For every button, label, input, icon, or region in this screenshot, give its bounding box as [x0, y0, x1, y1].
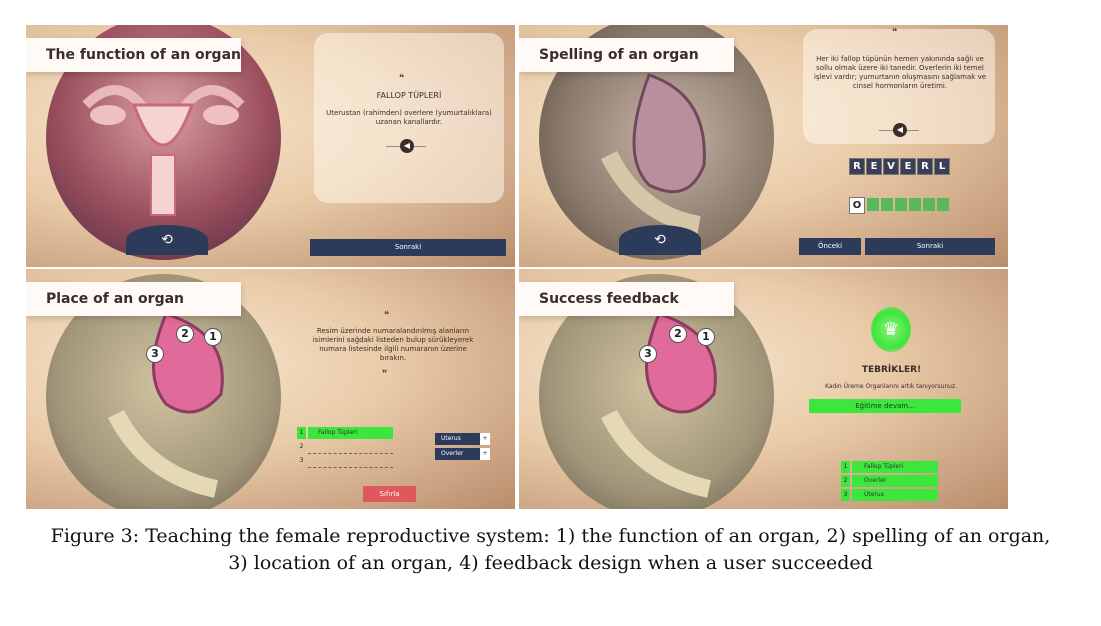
list-number: 3: [299, 457, 304, 464]
panel-function: ⟲ The function of an organ ❝ FALLOP TÜPL…: [26, 25, 515, 267]
letter-tile[interactable]: E: [900, 158, 916, 175]
rotate-icon: ⟲: [654, 232, 666, 248]
organ-marker: 1: [697, 328, 715, 346]
filled-slot: Overler: [852, 475, 938, 487]
plus-icon: +: [480, 448, 490, 460]
trophy-icon: ♛: [871, 307, 911, 352]
letter-tile[interactable]: L: [934, 158, 950, 175]
panel-title: Place of an organ: [26, 282, 241, 316]
audio-icon[interactable]: ◀: [893, 123, 907, 137]
panel-title: The function of an organ: [26, 38, 241, 72]
card-heading: FALLOP TÜPLERİ: [376, 91, 442, 100]
audio-icon[interactable]: ◀: [400, 139, 414, 153]
list-number: 2: [299, 443, 304, 450]
next-button[interactable]: Sonraki: [865, 238, 995, 255]
quote-icon: ❝: [892, 27, 898, 38]
panel-spelling: ⟲ Spelling of an organ ❝ Her iki fallop …: [519, 25, 1008, 267]
next-button[interactable]: Sonraki: [310, 239, 506, 256]
answer-letter[interactable]: O: [849, 197, 865, 214]
card-text: Resim üzerinde numaralandırılmış alanlar…: [312, 327, 474, 362]
letter-tile[interactable]: R: [917, 158, 933, 175]
organ-marker: 3: [639, 345, 657, 363]
option-label: Overler: [441, 450, 464, 457]
info-card: [314, 33, 504, 203]
organ-marker: 2: [669, 325, 687, 343]
success-message: Kadın Üreme Organlarını artık tanıyorsun…: [824, 383, 958, 390]
panel-success: 2 1 3 Success feedback ♛ TEBRİKLER! Kadı…: [519, 269, 1008, 509]
list-number: 1: [841, 461, 850, 473]
quote-icon: ❝: [384, 310, 390, 321]
drop-slot[interactable]: [308, 455, 393, 468]
panel-title: Spelling of an organ: [519, 38, 734, 72]
filled-slot: Fallop Tüpleri: [852, 461, 938, 473]
card-text: Uterustan (rahimden) overlere (yumurtalı…: [326, 109, 492, 126]
success-heading: TEBRİKLER!: [861, 365, 922, 375]
organ-marker: 3: [146, 345, 164, 363]
letter-tile[interactable]: V: [883, 158, 899, 175]
plus-icon: +: [480, 433, 490, 445]
option-chip[interactable]: Uterus +: [435, 433, 490, 445]
list-number: 1: [297, 427, 306, 439]
quote-close-icon: ❞: [382, 369, 388, 380]
drop-slot[interactable]: [308, 441, 393, 454]
option-chip[interactable]: Overler +: [435, 448, 490, 460]
drop-slot[interactable]: Fallop Tüpleri: [308, 427, 393, 439]
answer-slot[interactable]: [923, 198, 935, 211]
continue-button[interactable]: Eğitime devam...: [809, 399, 961, 413]
option-label: Uterus: [441, 435, 461, 442]
rotate-button[interactable]: ⟲: [619, 225, 701, 255]
figure-caption-line1: Figure 3: Teaching the female reproducti…: [50, 525, 1051, 547]
answer-slot[interactable]: [909, 198, 921, 211]
pelvis-drawing: [600, 73, 706, 234]
answer-slot[interactable]: [895, 198, 907, 211]
reset-button[interactable]: Sıfırla: [363, 486, 416, 502]
quote-icon: ❝: [399, 73, 405, 84]
previous-button[interactable]: Önceki: [799, 238, 861, 255]
organ-marker: 1: [204, 328, 222, 346]
uterus-drawing: [82, 85, 245, 216]
list-number: 3: [841, 489, 850, 501]
panel-title: Success feedback: [519, 282, 734, 316]
letter-tile[interactable]: E: [866, 158, 882, 175]
letter-tile[interactable]: R: [849, 158, 865, 175]
answer-slot[interactable]: [937, 198, 949, 211]
panel-place: 2 1 3 Place of an organ ❝ Resim üzerinde…: [26, 269, 515, 509]
answer-slot[interactable]: [881, 198, 893, 211]
rotate-button[interactable]: ⟲: [126, 225, 208, 255]
list-number: 2: [841, 475, 850, 487]
organ-marker: 2: [176, 325, 194, 343]
card-text: Her iki fallop tüpünün hemen yakınında s…: [813, 55, 987, 90]
rotate-icon: ⟲: [161, 232, 173, 248]
figure-caption-line2: 3) location of an organ, 4) feedback des…: [228, 552, 873, 574]
filled-slot: Uterus: [852, 489, 938, 501]
answer-slot[interactable]: [867, 198, 879, 211]
